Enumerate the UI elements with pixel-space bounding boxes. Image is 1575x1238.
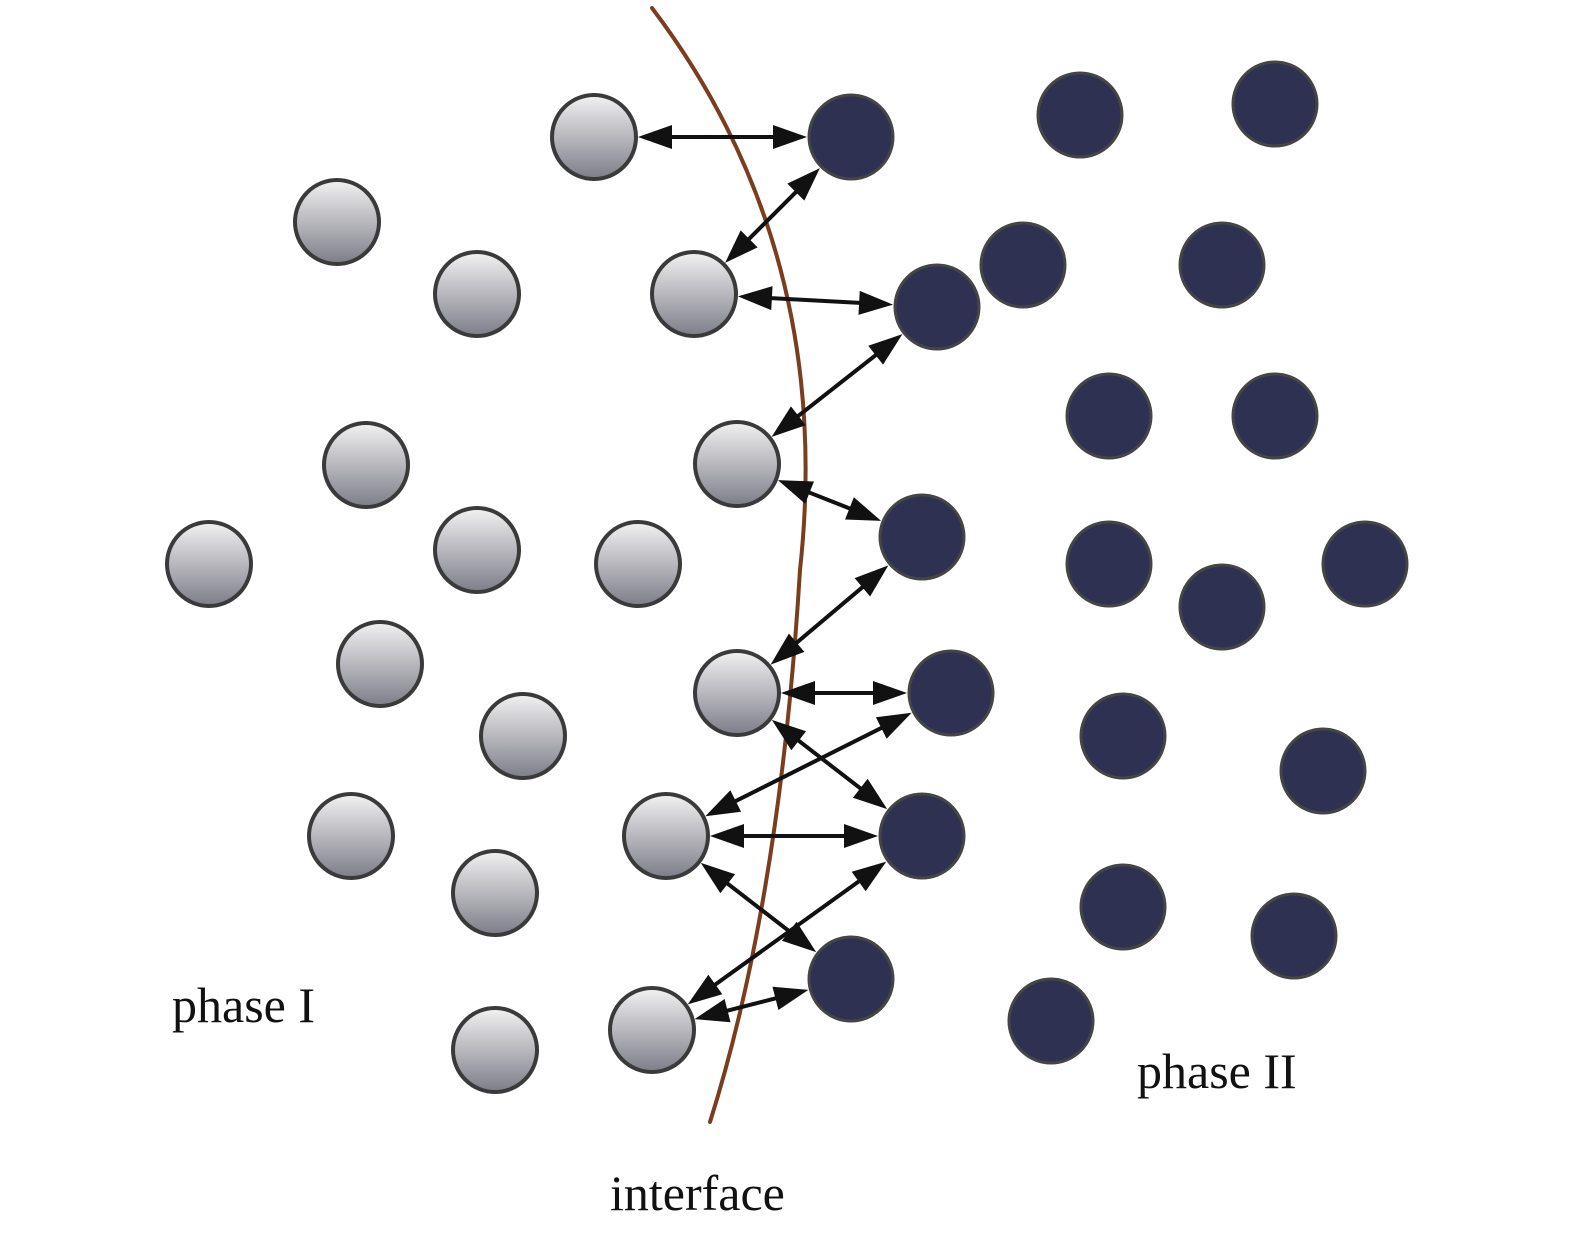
arrowhead xyxy=(787,168,820,201)
phase-2-particle xyxy=(1065,520,1153,608)
arrowhead xyxy=(710,824,744,848)
phase-1-particle xyxy=(433,506,521,594)
arrowhead xyxy=(844,824,878,848)
arrowhead xyxy=(737,286,773,311)
arrowhead xyxy=(845,497,882,521)
arrowhead xyxy=(771,719,807,751)
arrowhead xyxy=(873,681,907,705)
phase-2-particle xyxy=(1079,863,1167,951)
arrowhead xyxy=(700,862,736,894)
phase-1-particle xyxy=(165,520,253,608)
arrowhead xyxy=(777,480,814,504)
phase-1-particle xyxy=(693,649,781,737)
phase-2-particle xyxy=(1178,563,1266,651)
phase-2-particle xyxy=(1231,60,1319,148)
phase-2-particle xyxy=(1231,372,1319,460)
phase-1-particle xyxy=(693,420,781,508)
phase-2-particle xyxy=(907,649,995,737)
phase-1-particle xyxy=(451,849,539,937)
arrowhead xyxy=(694,999,731,1023)
phase-1-particle xyxy=(650,250,738,338)
phase-1-particle xyxy=(307,792,395,880)
phase-2-particles xyxy=(807,60,1409,1065)
phase-1-particle xyxy=(433,250,521,338)
phase-2-particle xyxy=(1250,892,1338,980)
phase-2-particle xyxy=(807,935,895,1023)
arrowhead xyxy=(773,125,807,149)
interface-label: interface xyxy=(610,1165,785,1221)
phase-2-particle xyxy=(878,792,966,880)
interaction-arrow xyxy=(778,338,896,433)
phase-2-particle xyxy=(1178,221,1266,309)
phase-1-particle xyxy=(622,792,710,880)
arrowhead xyxy=(638,125,672,149)
phase-2-particle xyxy=(807,93,895,181)
arrowhead xyxy=(772,986,809,1010)
arrowhead xyxy=(875,712,912,739)
phase-1-label: phase I xyxy=(172,977,315,1033)
arrowhead xyxy=(705,790,742,817)
phase-2-particle xyxy=(1065,372,1153,460)
arrowhead xyxy=(858,290,894,315)
arrowhead xyxy=(770,633,805,665)
arrowhead xyxy=(851,861,887,892)
arrowhead xyxy=(852,778,888,810)
phase-1-particle xyxy=(594,520,682,608)
phase-2-label: phase II xyxy=(1137,1043,1297,1099)
phase-1-particle xyxy=(550,93,638,181)
phase-2-particle xyxy=(893,263,981,351)
phase-1-particles xyxy=(165,93,781,1094)
phase-2-particle xyxy=(979,221,1067,309)
arrowhead xyxy=(687,974,723,1005)
phase-1-particle xyxy=(322,421,410,509)
phase-1-particle xyxy=(293,178,381,266)
arrowhead xyxy=(781,681,815,705)
phase-2-particle xyxy=(878,493,966,581)
phase-1-particle xyxy=(479,692,567,780)
phase-2-particle xyxy=(1007,977,1095,1065)
phase-2-particle xyxy=(1079,692,1167,780)
arrowhead xyxy=(781,921,817,953)
phase-2-particle xyxy=(1036,71,1124,159)
phase-1-particle xyxy=(608,986,696,1074)
interaction-arrow xyxy=(713,715,904,814)
interaction-arrow xyxy=(694,865,880,1001)
arrowhead xyxy=(868,334,903,365)
arrowhead xyxy=(854,565,889,597)
arrowhead xyxy=(725,230,758,263)
arrowhead xyxy=(771,406,806,437)
interaction-arrows xyxy=(638,125,912,1023)
interface-line xyxy=(650,6,808,1124)
phase-2-particle xyxy=(1279,727,1367,815)
phase-1-particle xyxy=(451,1006,539,1094)
phase-2-particle xyxy=(1321,520,1409,608)
phase-1-particle xyxy=(336,620,424,708)
